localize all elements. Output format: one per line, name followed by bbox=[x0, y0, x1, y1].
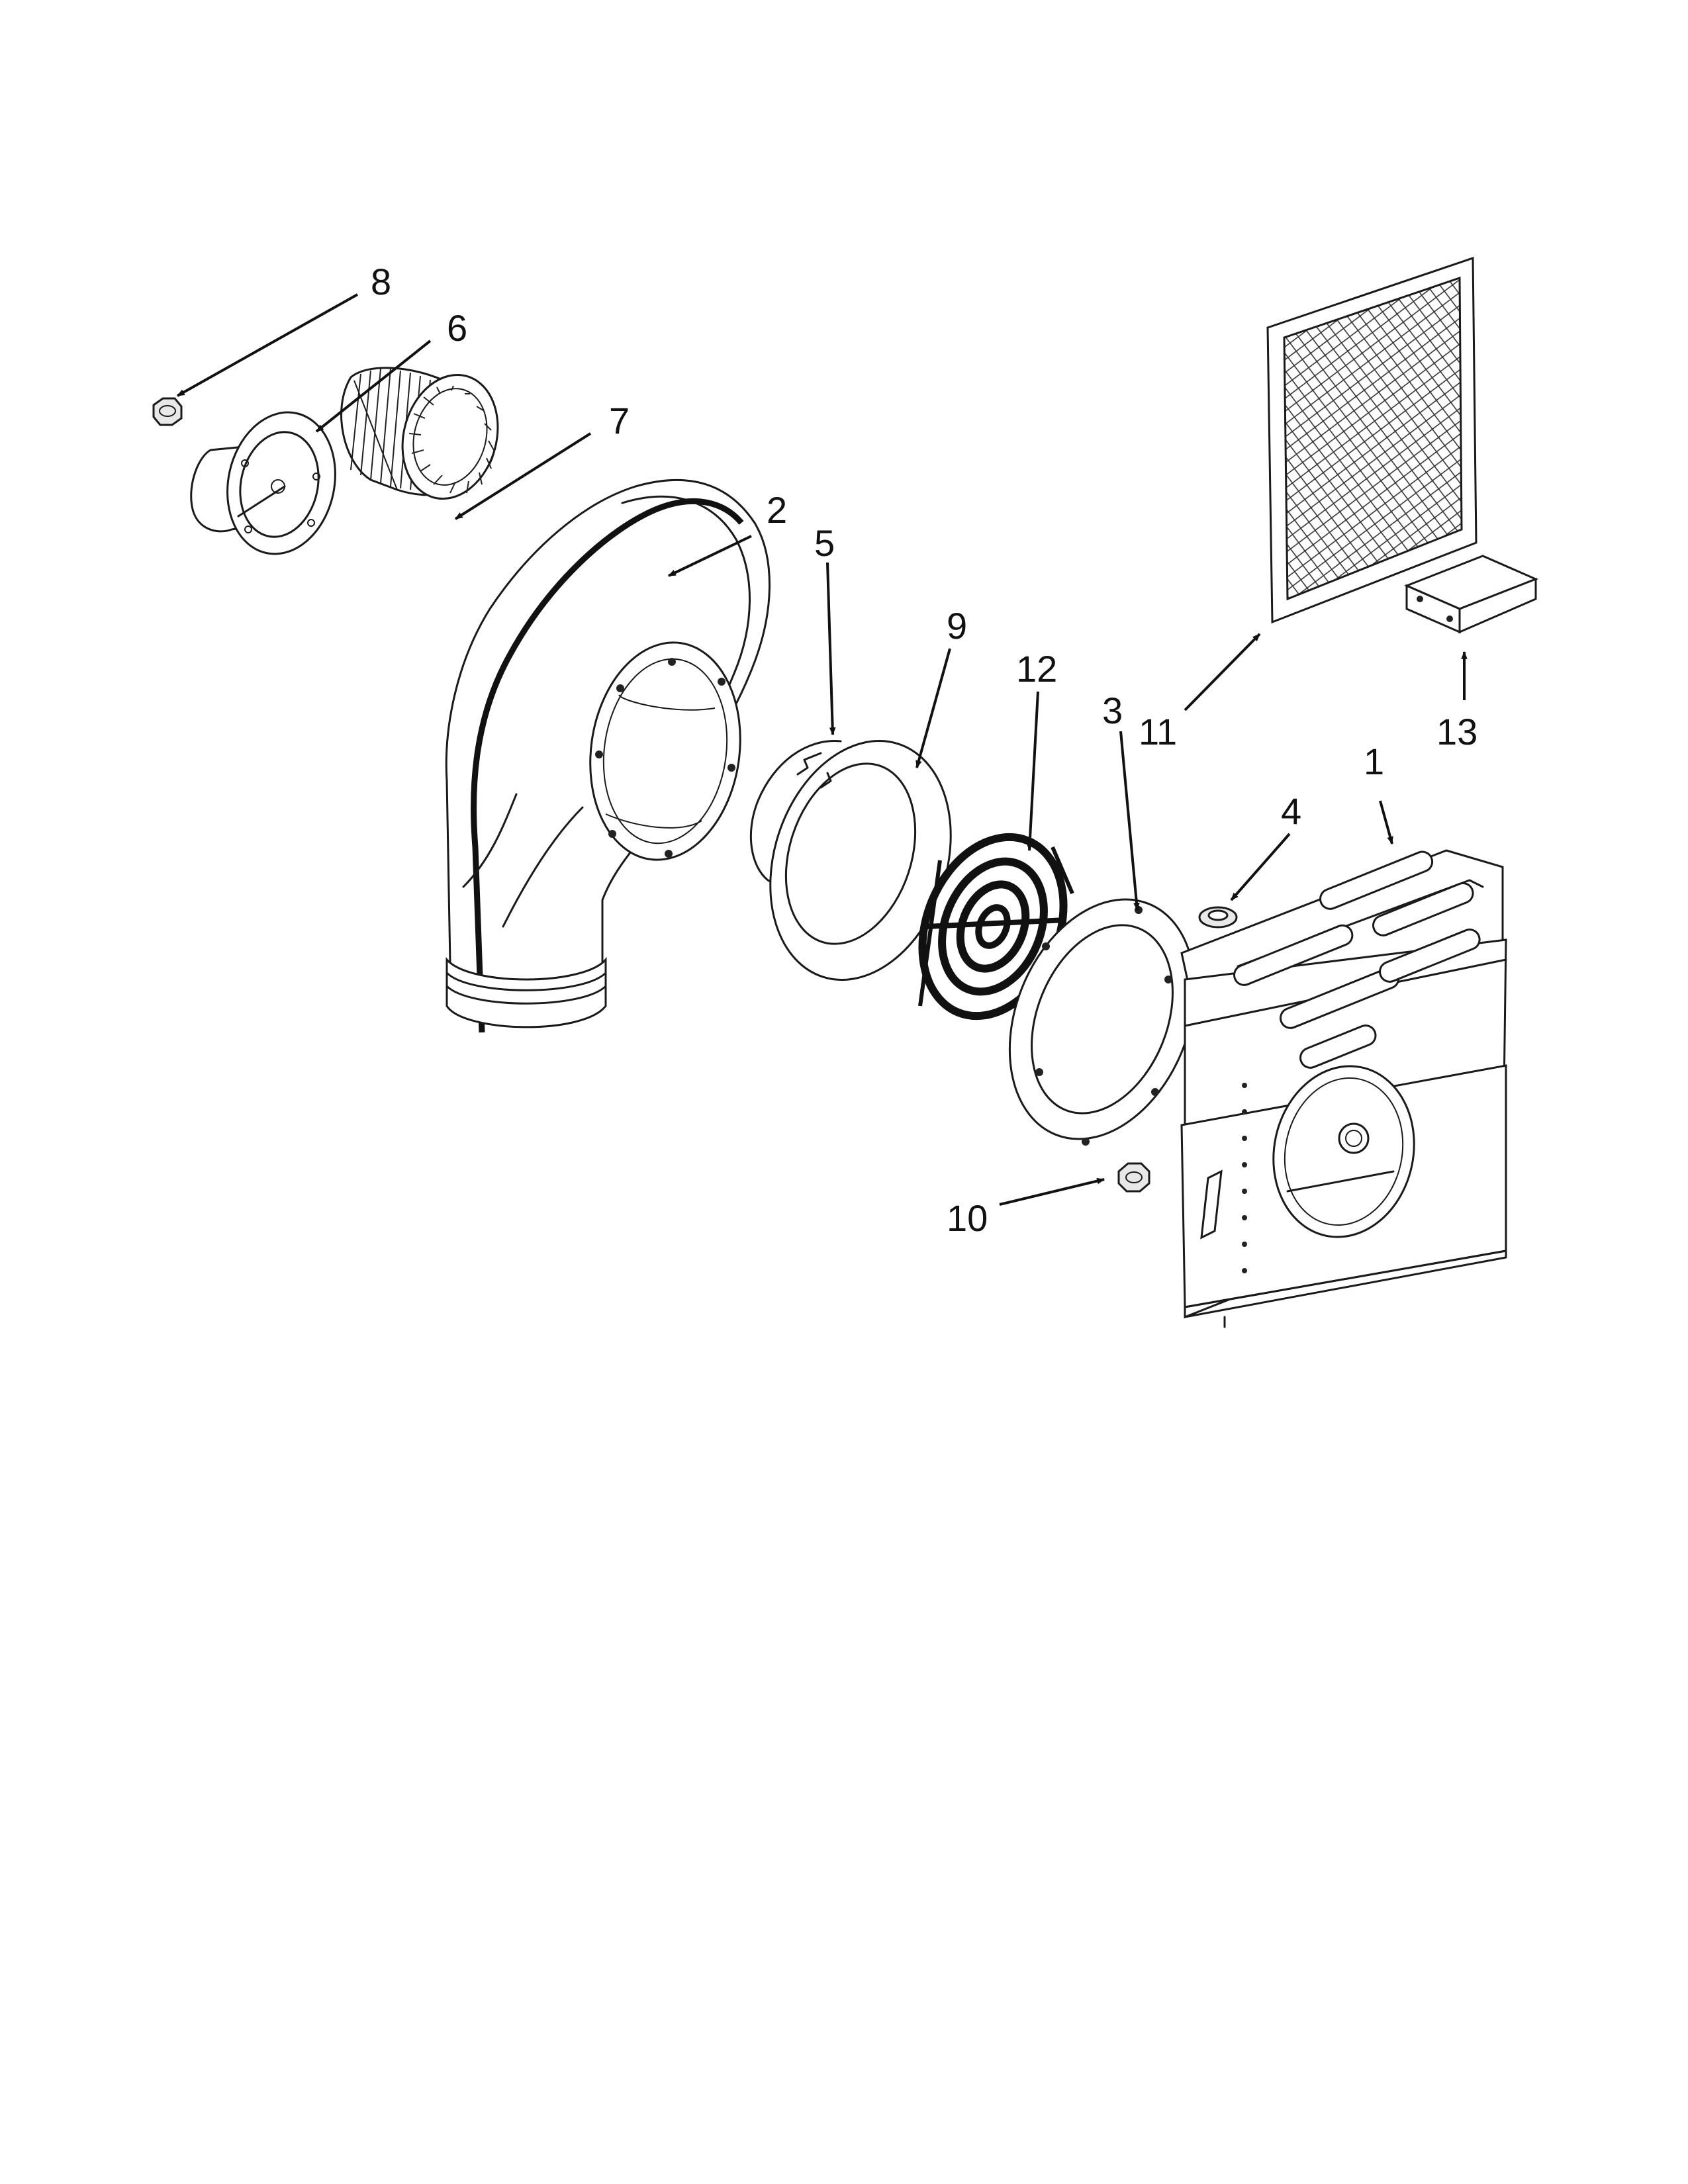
callout-11: 11 bbox=[1139, 711, 1177, 752]
part-2-blower-housing bbox=[445, 478, 771, 1033]
callout-1: 1 bbox=[1364, 741, 1384, 782]
arrow-9 bbox=[915, 648, 951, 769]
arrow-2 bbox=[667, 535, 752, 577]
callout-5: 5 bbox=[814, 522, 835, 564]
arrow-6 bbox=[315, 340, 432, 433]
part-5-split-ring bbox=[749, 740, 842, 895]
arrow-7 bbox=[454, 432, 592, 520]
callout-4: 4 bbox=[1281, 790, 1301, 832]
callout-2: 2 bbox=[767, 489, 787, 531]
part-9-ring-gasket bbox=[769, 740, 952, 981]
arrow-1 bbox=[1379, 800, 1393, 845]
part-11-mesh-filter bbox=[1266, 256, 1477, 624]
arrow-5 bbox=[826, 562, 836, 736]
callout-labels: 8 6 7 2 5 9 12 3 4 1 11 13 10 bbox=[371, 261, 1477, 1239]
part-1-enclosure bbox=[1180, 849, 1507, 1328]
arrow-12 bbox=[1026, 691, 1039, 852]
part-7-blower-wheel bbox=[340, 367, 499, 500]
callout-7: 7 bbox=[609, 400, 630, 441]
callout-8: 8 bbox=[371, 261, 391, 302]
arrow-3 bbox=[1119, 731, 1140, 911]
callout-6: 6 bbox=[447, 307, 467, 349]
arrow-4 bbox=[1230, 833, 1291, 901]
leader-arrows bbox=[176, 293, 1468, 1206]
callout-13: 13 bbox=[1436, 711, 1477, 752]
part-13-bracket bbox=[1404, 555, 1538, 634]
part-6-motor bbox=[190, 411, 336, 555]
callout-10: 10 bbox=[947, 1197, 988, 1239]
callout-9: 9 bbox=[947, 605, 967, 647]
part-8-nut bbox=[152, 397, 183, 426]
part-4-grommet bbox=[1198, 906, 1238, 929]
arrow-11 bbox=[1184, 633, 1261, 711]
part-12-fan-guard bbox=[918, 833, 1074, 1021]
callout-12: 12 bbox=[1016, 648, 1057, 690]
part-10-nut bbox=[1117, 1162, 1150, 1193]
part-3-ring-flange bbox=[1008, 898, 1196, 1146]
callout-3: 3 bbox=[1102, 690, 1123, 731]
arrow-10 bbox=[999, 1177, 1105, 1206]
arrow-8 bbox=[176, 293, 358, 397]
